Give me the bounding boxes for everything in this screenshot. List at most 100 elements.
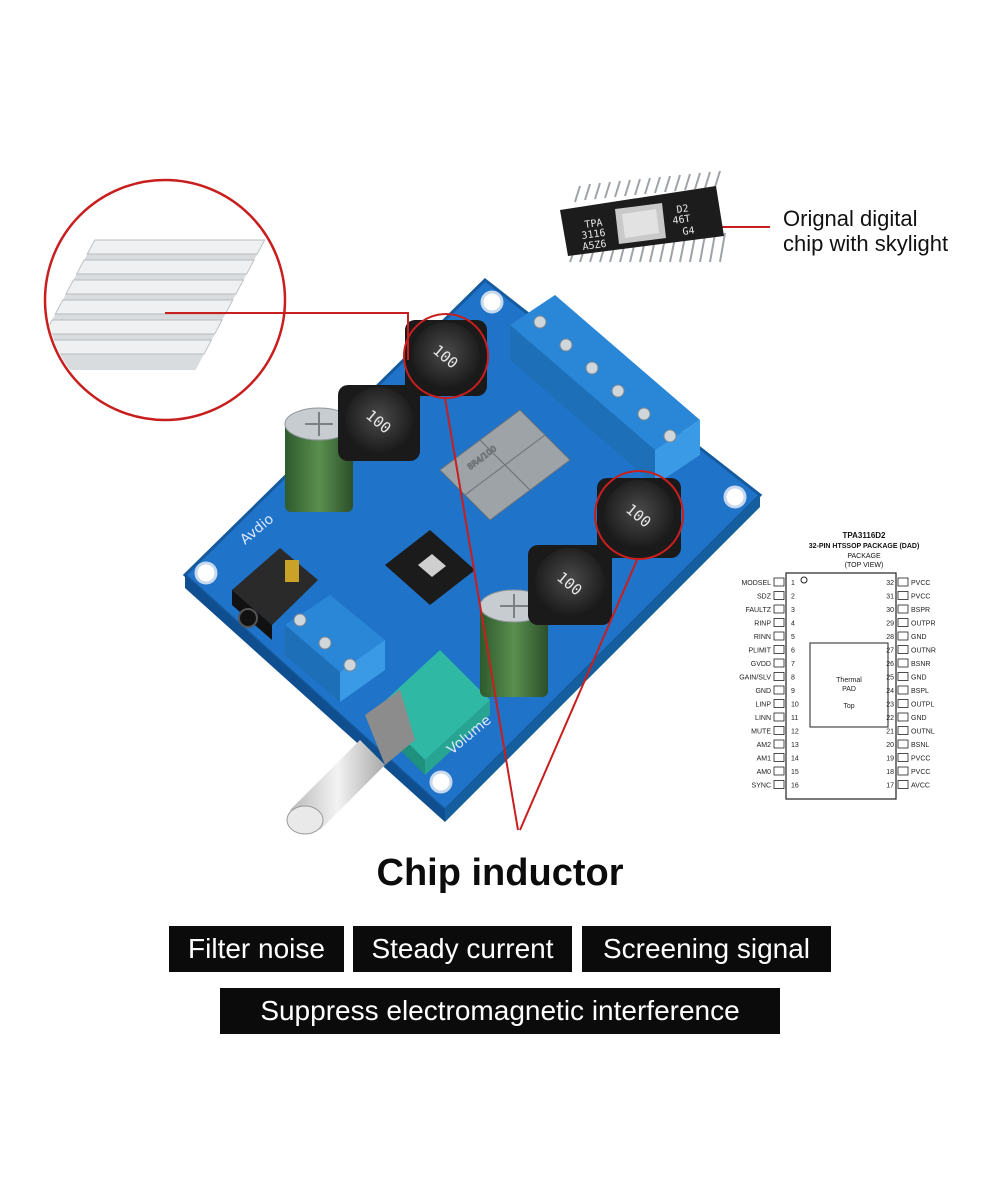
pin-name-right: GND xyxy=(911,634,927,641)
pin-pad-right xyxy=(897,685,909,695)
capacitor-left xyxy=(284,407,354,512)
pin-number-right: 22 xyxy=(886,715,894,722)
pin-pad-left xyxy=(773,618,785,627)
inductor-4: 100 xyxy=(528,545,612,625)
pin-pad-right xyxy=(897,604,909,614)
pin-pad-left xyxy=(773,766,785,776)
pin-pad-left xyxy=(773,645,785,654)
svg-text:Top: Top xyxy=(843,703,854,710)
pin-pad-right xyxy=(897,766,909,776)
pin-number-right: 28 xyxy=(886,634,894,641)
pin-name-right: BSNL xyxy=(911,742,929,749)
pin-number-left: 2 xyxy=(791,594,795,601)
pin-pad-right xyxy=(897,699,909,708)
pin-pad-right xyxy=(897,618,909,627)
chip-photo: TPA 3116 A5Z6 D2 46T G4 xyxy=(560,170,726,263)
heatsink-callout xyxy=(43,178,287,422)
pin-number-left: 7 xyxy=(791,661,795,668)
pin-pad-left xyxy=(773,753,785,762)
pin-pad-right xyxy=(897,780,909,789)
pin-name-right: PVCC xyxy=(911,580,930,587)
pin-pad-right xyxy=(897,712,909,722)
pin-pad-left xyxy=(773,739,785,749)
pin-pad-right xyxy=(897,739,909,749)
pin-number-right: 20 xyxy=(886,742,894,749)
pin-number-right: 25 xyxy=(886,675,894,682)
svg-text:TPA: TPA xyxy=(584,218,603,231)
svg-text:G4: G4 xyxy=(682,225,695,238)
pin-pad-right xyxy=(897,591,909,600)
pin-name-right: BSNR xyxy=(911,661,930,668)
pin-number-right: 26 xyxy=(886,661,894,668)
pin-number-left: 11 xyxy=(791,715,798,722)
pin-number-right: 18 xyxy=(886,769,894,776)
svg-text:Thermal: Thermal xyxy=(836,677,862,684)
pin-number-left: 10 xyxy=(791,702,799,709)
pin-pad-right xyxy=(897,658,909,668)
pin-pad-left xyxy=(773,591,785,600)
pin-name-right: OUTPL xyxy=(911,702,934,709)
pin-number-left: 1 xyxy=(791,580,795,587)
inductor-3: 100 xyxy=(597,478,681,558)
pin-number-right: 31 xyxy=(886,594,894,601)
output-terminal xyxy=(510,295,700,485)
chip-callout-text: Orignal digital chip with skylight xyxy=(783,206,993,256)
chip-callout-line-1: Orignal digital xyxy=(783,206,918,231)
pin-name-left: AM0 xyxy=(757,769,772,776)
feature-tag-suppress-emi: Suppress electromagnetic interference xyxy=(220,988,780,1034)
pin-number-left: 6 xyxy=(791,648,795,655)
pin-name-left: MUTE xyxy=(751,729,771,736)
pinout-subtitle: 32-PIN HTSSOP PACKAGE (DAD) xyxy=(809,543,920,550)
pin-pad-right xyxy=(897,726,909,735)
chip-callout-line-2: chip with skylight xyxy=(783,231,949,256)
feature-tag-filter-noise: Filter noise xyxy=(169,926,344,972)
volume-potentiometer xyxy=(286,650,490,835)
inductor-1: 100 xyxy=(405,320,487,396)
pin-number-left: 14 xyxy=(791,756,799,763)
pin-name-right: GND xyxy=(911,715,927,722)
pin-name-left: SYNC xyxy=(752,783,771,790)
pin-pad-left xyxy=(773,780,785,789)
pin-number-right: 17 xyxy=(886,783,894,790)
pin-name-left: AM2 xyxy=(757,742,772,749)
pin-name-right: OUTPR xyxy=(911,621,936,628)
pin-pad-left xyxy=(773,699,785,708)
pin-name-right: PVCC xyxy=(911,756,930,763)
pin-number-right: 29 xyxy=(886,621,894,628)
pin-pad-left xyxy=(773,658,785,668)
pin-pad-right xyxy=(897,753,909,762)
pin-name-left: GVDD xyxy=(751,661,771,668)
pin-name-left: FAULTZ xyxy=(745,607,771,614)
pin-number-left: 12 xyxy=(791,729,799,736)
pin-name-left: LINN xyxy=(755,715,771,722)
pin-number-left: 9 xyxy=(791,688,795,695)
pin-number-right: 27 xyxy=(886,648,894,655)
pin-number-right: 24 xyxy=(886,688,894,695)
pin-pad-left xyxy=(773,631,785,641)
pin-pad-left xyxy=(773,726,785,735)
svg-text:(TOP VIEW): (TOP VIEW) xyxy=(845,562,884,569)
pin-number-left: 3 xyxy=(791,607,795,614)
pin-name-right: OUTNL xyxy=(911,729,935,736)
headline: Chip inductor xyxy=(376,852,624,894)
pin-name-right: GND xyxy=(911,675,927,682)
pin-name-left: PLIMIT xyxy=(748,648,771,655)
pin-number-right: 21 xyxy=(886,729,894,736)
pin-name-left: GND xyxy=(755,688,771,695)
pin-pad-right xyxy=(897,631,909,641)
pin-pad-left xyxy=(773,577,785,587)
pin-name-left: SDZ xyxy=(757,594,772,601)
pin-name-left: AM1 xyxy=(757,756,772,763)
feature-tag-steady-current: Steady current xyxy=(353,926,572,972)
pin-number-left: 15 xyxy=(791,769,799,776)
pin-name-left: RINN xyxy=(754,634,771,641)
pin-number-left: 13 xyxy=(791,742,799,749)
pin-name-left: GAIN/SLV xyxy=(739,675,771,682)
pin-number-left: 5 xyxy=(791,634,795,641)
pin-pad-right xyxy=(897,645,909,654)
pin-number-right: 32 xyxy=(886,580,894,587)
pin-pad-left xyxy=(773,712,785,722)
svg-text:D2: D2 xyxy=(676,203,689,216)
pin-pad-left xyxy=(773,672,785,681)
pin-number-right: 19 xyxy=(886,756,894,763)
